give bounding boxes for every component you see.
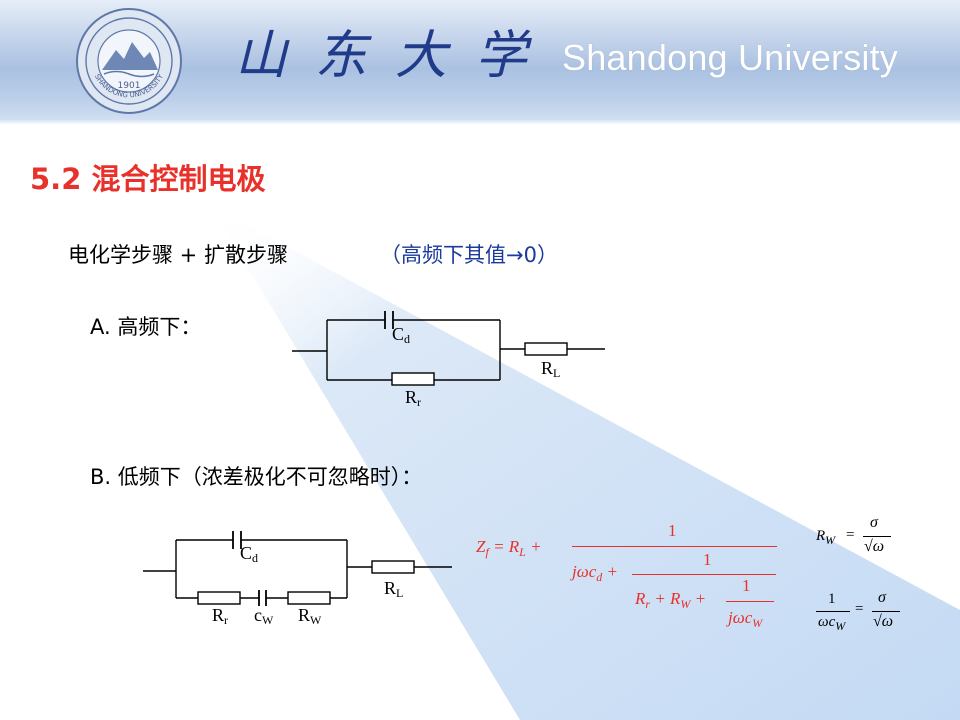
school-name-cn: 山东大学 (235, 26, 556, 86)
circuit-b-cd-label: Cd (240, 543, 259, 565)
zf-rr-rw: Rr + RW + (635, 589, 707, 611)
zf-lhs: Zf = RL + (476, 537, 542, 559)
circuit-a-rl-label: RL (541, 358, 561, 380)
zf-numerator-2: 1 (703, 550, 712, 569)
zf-jwcd: jωcd + (572, 562, 619, 584)
circuit-b-rl-label: RL (384, 578, 404, 600)
circuit-b-rw-label: RW (298, 605, 322, 627)
circuit-b-rr-label: Rr (212, 605, 229, 627)
circuit-b-cw-label: cW (254, 605, 274, 627)
circuit-a-cd-label: Cd (392, 324, 411, 346)
rw-numerator: σ (870, 514, 878, 531)
header-banner: 1901 SHANDONG UNIVERSITY 山东大学 Shandong U… (0, 0, 960, 125)
university-seal-icon: 1901 SHANDONG UNIVERSITY (76, 8, 182, 114)
cw-rhs-numerator: σ (878, 589, 886, 606)
cw-denominator: ωcW (818, 614, 846, 633)
school-name-en: Shandong University (562, 37, 898, 78)
circuit-a-rr-label: Rr (405, 387, 422, 409)
rw-fraction-bar (863, 536, 891, 537)
case-b-label: B. 低频下（浓差极化不可忽略时）： (90, 465, 423, 489)
zf-jwcw: jωcW (728, 608, 763, 630)
cw-equals: = (855, 601, 864, 617)
cw-rhs-fraction-bar (872, 611, 900, 612)
cw-numerator: 1 (828, 591, 836, 607)
rw-denominator: √ω (864, 538, 885, 555)
zf-numerator-1: 1 (668, 521, 677, 540)
section-title: 5.2 混合控制电极 (30, 162, 266, 196)
cw-rhs-denominator: √ω (873, 613, 894, 630)
zf-fraction-bar-1 (572, 546, 777, 547)
case-a-label: A. 高频下： (90, 315, 202, 339)
rw-lhs: RW (816, 528, 836, 547)
zf-fraction-bar-2 (632, 574, 776, 575)
rw-equals: = (846, 527, 855, 543)
high-frequency-note: （高频下其值→0） (380, 243, 558, 267)
zf-fraction-bar-3 (726, 601, 774, 602)
seal-year: 1901 (118, 81, 141, 91)
cw-fraction-bar (816, 611, 850, 612)
zf-numerator-3: 1 (742, 576, 751, 595)
steps-description: 电化学步骤 + 扩散步骤 (68, 243, 288, 267)
